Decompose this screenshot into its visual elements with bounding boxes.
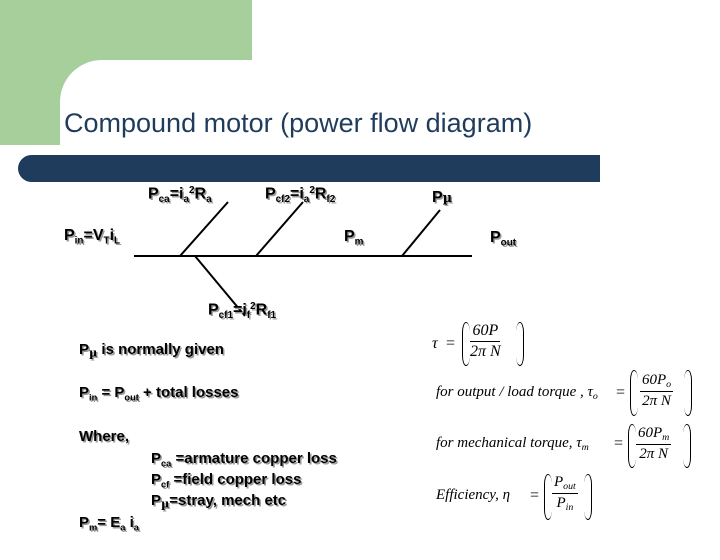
label-pm: Pm <box>344 228 364 248</box>
label-pca: Pca=ia2Ra <box>148 185 212 205</box>
flow-branch-pmu <box>401 209 441 257</box>
note-loss-field: Pcf =field copper loss <box>151 471 302 490</box>
label-pmu: Pµ <box>432 189 453 206</box>
note-power-balance: Pin = Pout + total losses <box>79 384 239 403</box>
flow-branch-pca <box>179 201 229 257</box>
label-pout: Pout <box>490 229 517 249</box>
label-pin: Pin=VTiL <box>64 227 121 247</box>
power-flow-lines <box>134 201 472 317</box>
label-pcf1: Pcf1=if2Rf1 <box>208 301 276 321</box>
label-pcf2: Pcf2=ia2Rf2 <box>265 185 336 205</box>
note-loss-stray: Pµ=stray, mech etc <box>151 492 287 511</box>
note-pm-equation: Pm= Ea ia <box>79 514 139 533</box>
note-where: Where, <box>79 428 130 445</box>
note-pmu-given: Pµ is normally given <box>79 341 224 360</box>
flow-branch-pcf1 <box>194 255 246 317</box>
slide-background <box>60 60 720 560</box>
slide-title: Compound motor (power flow diagram) <box>64 108 533 138</box>
title-underline-bar <box>18 155 600 182</box>
flow-branch-pcf2 <box>255 201 304 257</box>
note-loss-armature: Pca =armature copper loss <box>151 450 337 469</box>
